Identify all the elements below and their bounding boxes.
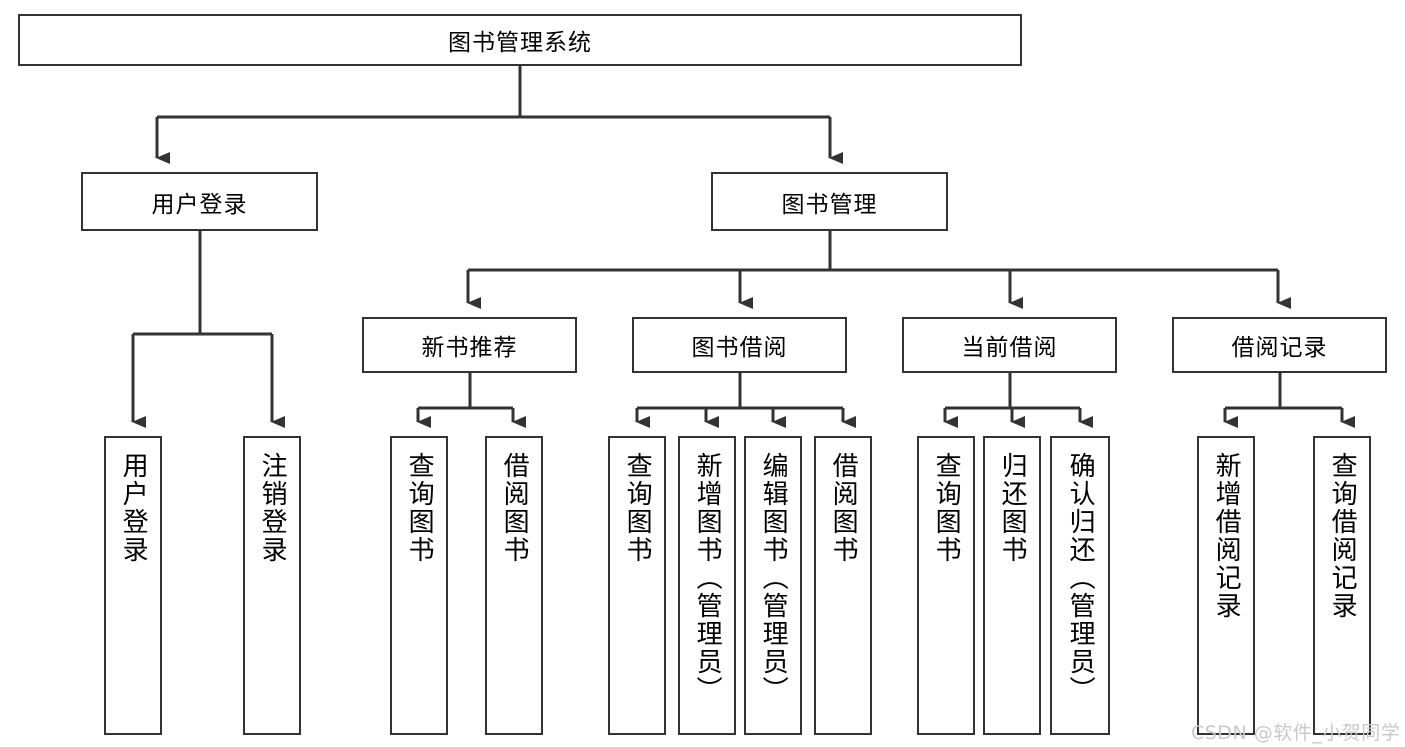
node-borrow-records[interactable]: 借阅记录 (1172, 317, 1387, 373)
leaf-logout[interactable]: 注销登录 (243, 436, 301, 735)
node-label: 查询借阅记录 (1327, 452, 1358, 620)
leaf-query-borrow-record[interactable]: 查询借阅记录 (1313, 436, 1371, 735)
node-label: 借阅图书 (828, 452, 859, 564)
node-label: 新增借阅记录 (1211, 452, 1242, 620)
node-label: 查询图书 (404, 452, 435, 564)
node-label: 归还图书 (997, 452, 1028, 564)
node-book-management[interactable]: 图书管理 (711, 172, 948, 231)
leaf-borrow-book-recommend[interactable]: 借阅图书 (485, 436, 543, 735)
node-label: 用户登录 (118, 452, 149, 564)
node-label: 新增图书（管理员） (692, 452, 723, 704)
node-label: 当前借阅 (961, 335, 1058, 361)
leaf-query-book-current[interactable]: 查询图书 (917, 436, 975, 735)
node-label: 查询图书 (931, 452, 962, 564)
leaf-edit-book-admin[interactable]: 编辑图书（管理员） (744, 436, 802, 735)
node-label: 图书管理 (781, 191, 878, 218)
node-label: 编辑图书（管理员） (758, 452, 789, 704)
node-current-borrow[interactable]: 当前借阅 (902, 317, 1117, 373)
leaf-user-login[interactable]: 用户登录 (104, 436, 162, 735)
leaf-return-book[interactable]: 归还图书 (983, 436, 1041, 735)
node-label: 用户登录 (151, 191, 248, 218)
leaf-add-book-admin[interactable]: 新增图书（管理员） (678, 436, 736, 735)
node-user-login[interactable]: 用户登录 (81, 172, 318, 231)
csdn-watermark: CSDN @软件_小贺同学 (1191, 722, 1401, 744)
leaf-borrow-book[interactable]: 借阅图书 (814, 436, 872, 735)
node-label: 确认归还（管理员） (1065, 452, 1096, 704)
node-label: 新书推荐 (421, 335, 518, 361)
node-new-book-recommend[interactable]: 新书推荐 (362, 317, 577, 373)
node-label: 图书管理系统 (448, 30, 592, 56)
leaf-confirm-return-admin[interactable]: 确认归还（管理员） (1050, 436, 1110, 735)
node-label: 图书借阅 (691, 335, 788, 361)
node-label: 借阅图书 (499, 452, 530, 564)
node-book-borrow[interactable]: 图书借阅 (632, 317, 847, 373)
node-label: 注销登录 (257, 452, 288, 564)
leaf-add-borrow-record[interactable]: 新增借阅记录 (1197, 436, 1255, 735)
node-label: 借阅记录 (1231, 335, 1328, 361)
node-label: 查询图书 (622, 452, 653, 564)
node-root[interactable]: 图书管理系统 (18, 14, 1022, 66)
leaf-query-book-borrow[interactable]: 查询图书 (608, 436, 666, 735)
leaf-query-book-recommend[interactable]: 查询图书 (390, 436, 448, 735)
